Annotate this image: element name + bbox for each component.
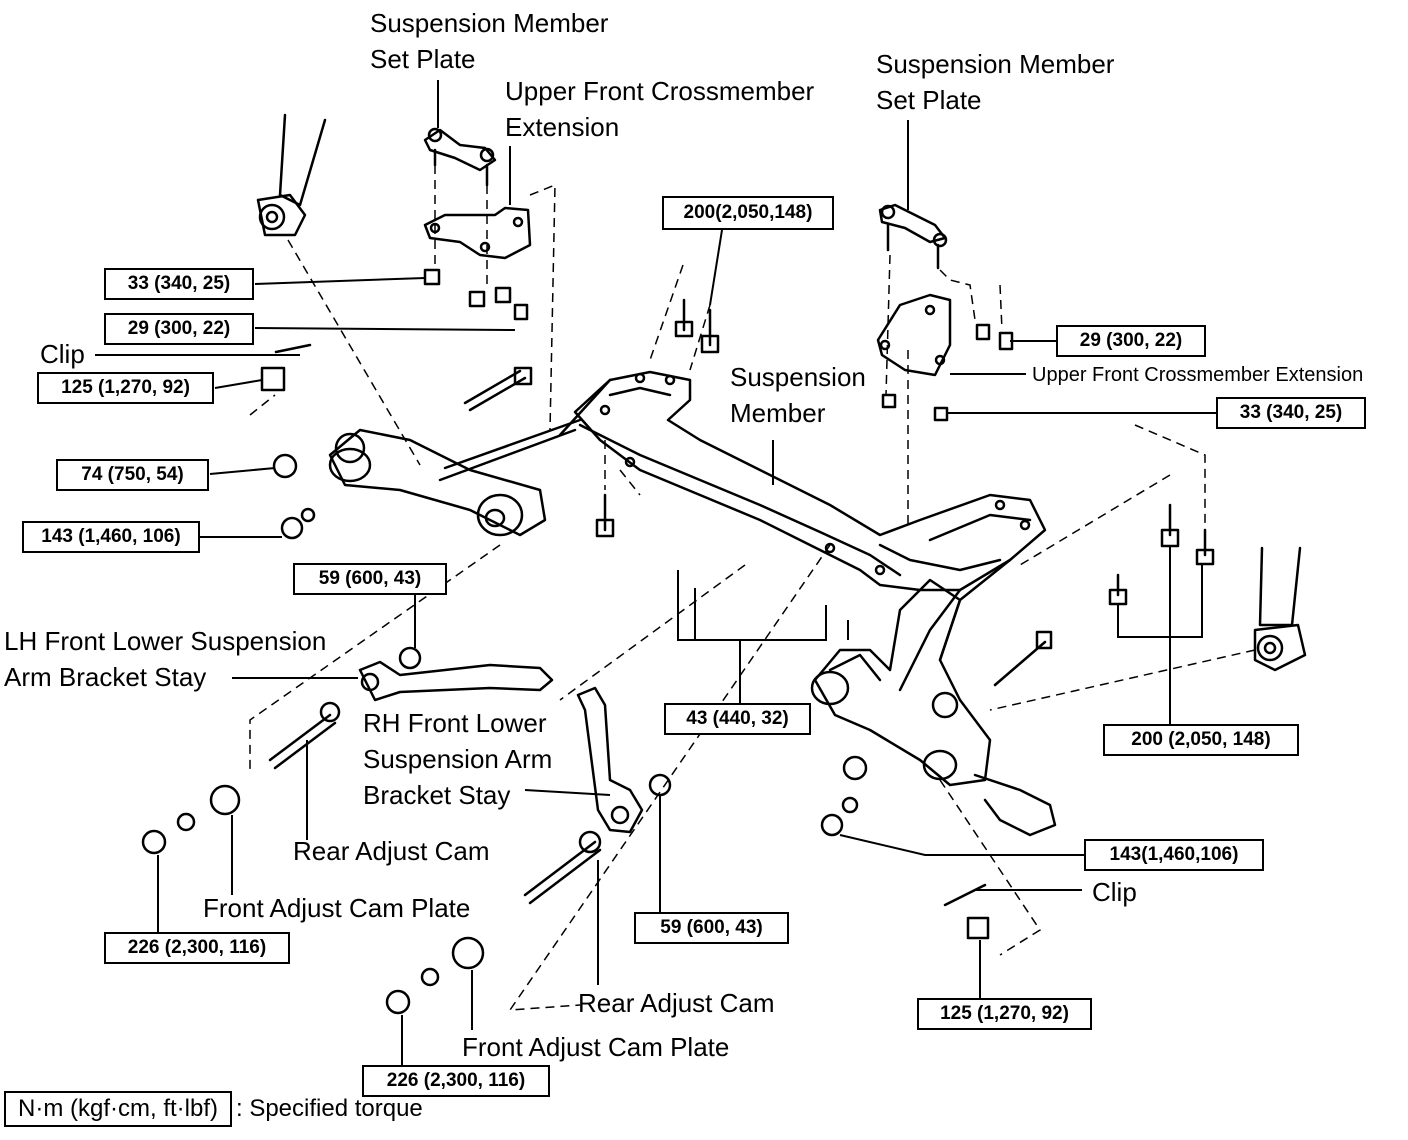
label-rear-adjust-cam-right: Rear Adjust Cam: [578, 988, 775, 1018]
torque-box-59-left: 59 (600, 43): [293, 563, 447, 595]
label-front-adjust-cam-plate-left: Front Adjust Cam Plate: [203, 893, 471, 923]
torque-box-125-right: 125 (1,270, 92): [917, 998, 1092, 1030]
torque-box-200-right: 200 (2,050, 148): [1103, 724, 1299, 756]
bolts: [141, 268, 1215, 1015]
right-shock-absorber: [1253, 546, 1307, 672]
legend-text: : Specified torque: [235, 1095, 423, 1122]
leader-lines: [95, 80, 1216, 1065]
torque-box-29-right: 29 (300, 22): [1056, 325, 1206, 357]
label-suspension-member: Suspension Member: [730, 362, 866, 428]
label-clip-right: Clip: [1092, 877, 1137, 907]
left-crossmember-extension: [423, 206, 532, 260]
label-clip-left: Clip: [40, 339, 85, 369]
rh-bracket-stay-part: [576, 686, 644, 834]
torque-box-226-left: 226 (2,300, 116): [104, 932, 290, 964]
torque-box-33-right: 33 (340, 25): [1216, 397, 1366, 429]
label-rear-adjust-cam-left: Rear Adjust Cam: [293, 836, 490, 866]
left-set-plate: [423, 127, 497, 187]
torque-box-143-right: 143(1,460,106): [1084, 839, 1264, 871]
label-rh-front-lower-suspension-arm-bracket-stay: RH Front Lower Suspension Arm Bracket St…: [363, 708, 553, 810]
assembly-lines: [249, 165, 1256, 1011]
torque-box-226-bottom: 226 (2,300, 116): [362, 1065, 550, 1097]
lh-bracket-stay-part: [358, 660, 554, 702]
torque-box-74: 74 (750, 54): [56, 459, 209, 491]
right-set-plate: [878, 203, 948, 270]
torque-box-143-left: 143 (1,460, 106): [22, 521, 200, 553]
rh-lower-arm: [810, 578, 1057, 837]
label-front-adjust-cam-plate-right: Front Adjust Cam Plate: [462, 1032, 730, 1062]
torque-legend: N·m (kgf·cm, ft·lbf): Specified torque: [4, 1091, 423, 1127]
left-shock-absorber: [256, 113, 327, 237]
label-suspension-member-set-plate-right: Suspension Member Set Plate: [876, 49, 1115, 115]
torque-box-33-left: 33 (340, 25): [104, 268, 254, 300]
label-suspension-member-set-plate-left: Suspension Member Set Plate: [370, 8, 609, 74]
lh-lower-arm: [328, 418, 582, 537]
legend-unit-box: N·m (kgf·cm, ft·lbf): [4, 1091, 232, 1127]
torque-box-125-left: 125 (1,270, 92): [37, 372, 214, 404]
label-upper-front-crossmember-extension-right: Upper Front Crossmember Extension: [1032, 364, 1364, 386]
label-upper-front-crossmember-extension-left: Upper Front Crossmember Extension: [505, 76, 815, 142]
torque-box-43: 43 (440, 32): [664, 703, 811, 735]
torque-box-59-right: 59 (600, 43): [634, 912, 789, 944]
torque-box-200-top: 200(2,050,148): [662, 196, 834, 230]
right-crossmember-extension: [876, 293, 952, 377]
torque-box-29-left: 29 (300, 22): [104, 313, 254, 345]
label-lh-front-lower-suspension-arm-bracket-stay: LH Front Lower Suspension Arm Bracket St…: [4, 626, 327, 692]
